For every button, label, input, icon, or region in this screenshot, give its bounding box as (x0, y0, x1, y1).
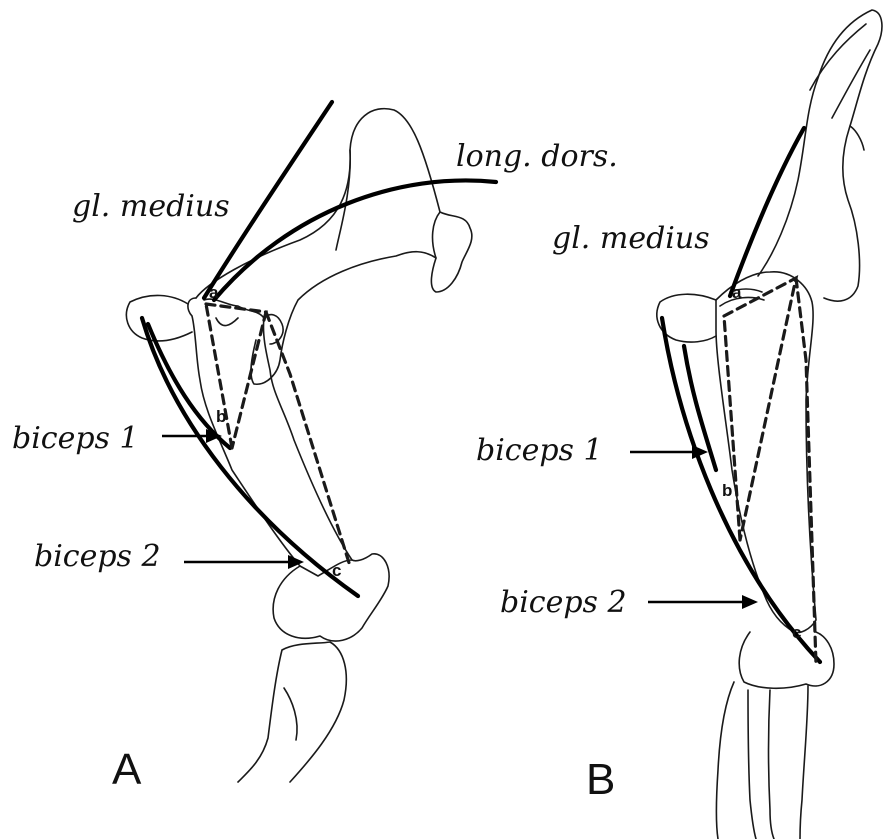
label-biceps1-b: biceps 1 (476, 433, 603, 468)
panel-b: a b c gl. medius biceps 1 biceps 2 B (476, 10, 882, 839)
fibula-a (284, 688, 297, 740)
tibia-a (238, 642, 346, 782)
panel-label-b: B (586, 755, 615, 804)
lever-triangle-a (206, 304, 350, 566)
pelvis-outline-b (758, 10, 882, 301)
arrow-biceps1-b (630, 445, 708, 459)
point-b-label-a: b (216, 407, 226, 426)
label-long-dors: long. dors. (456, 139, 618, 174)
biceps1-line-a (148, 324, 230, 448)
label-biceps2-a: biceps 2 (34, 539, 161, 574)
tibia-b (717, 682, 809, 839)
gl-medius-line-b (730, 128, 804, 296)
label-gl-medius-a: gl. medius (72, 189, 230, 224)
ischium-a (126, 295, 192, 340)
arrow-biceps2-a (184, 555, 304, 569)
point-b-label-b: b (722, 481, 732, 500)
label-biceps1-a: biceps 1 (12, 421, 139, 456)
point-c-label-b: c (792, 623, 801, 642)
point-c-label-a: c (332, 561, 341, 580)
biceps2-line-a (142, 318, 358, 596)
biceps2-line-b (662, 318, 820, 662)
label-gl-medius-b: gl. medius (552, 221, 710, 256)
panel-label-a: A (112, 745, 142, 794)
femur-neck-a (204, 299, 264, 326)
point-a-label-b: a (732, 283, 742, 302)
arrow-biceps2-b (648, 595, 758, 609)
label-biceps2-b: biceps 2 (500, 585, 627, 620)
point-a-label-a: a (209, 283, 219, 302)
